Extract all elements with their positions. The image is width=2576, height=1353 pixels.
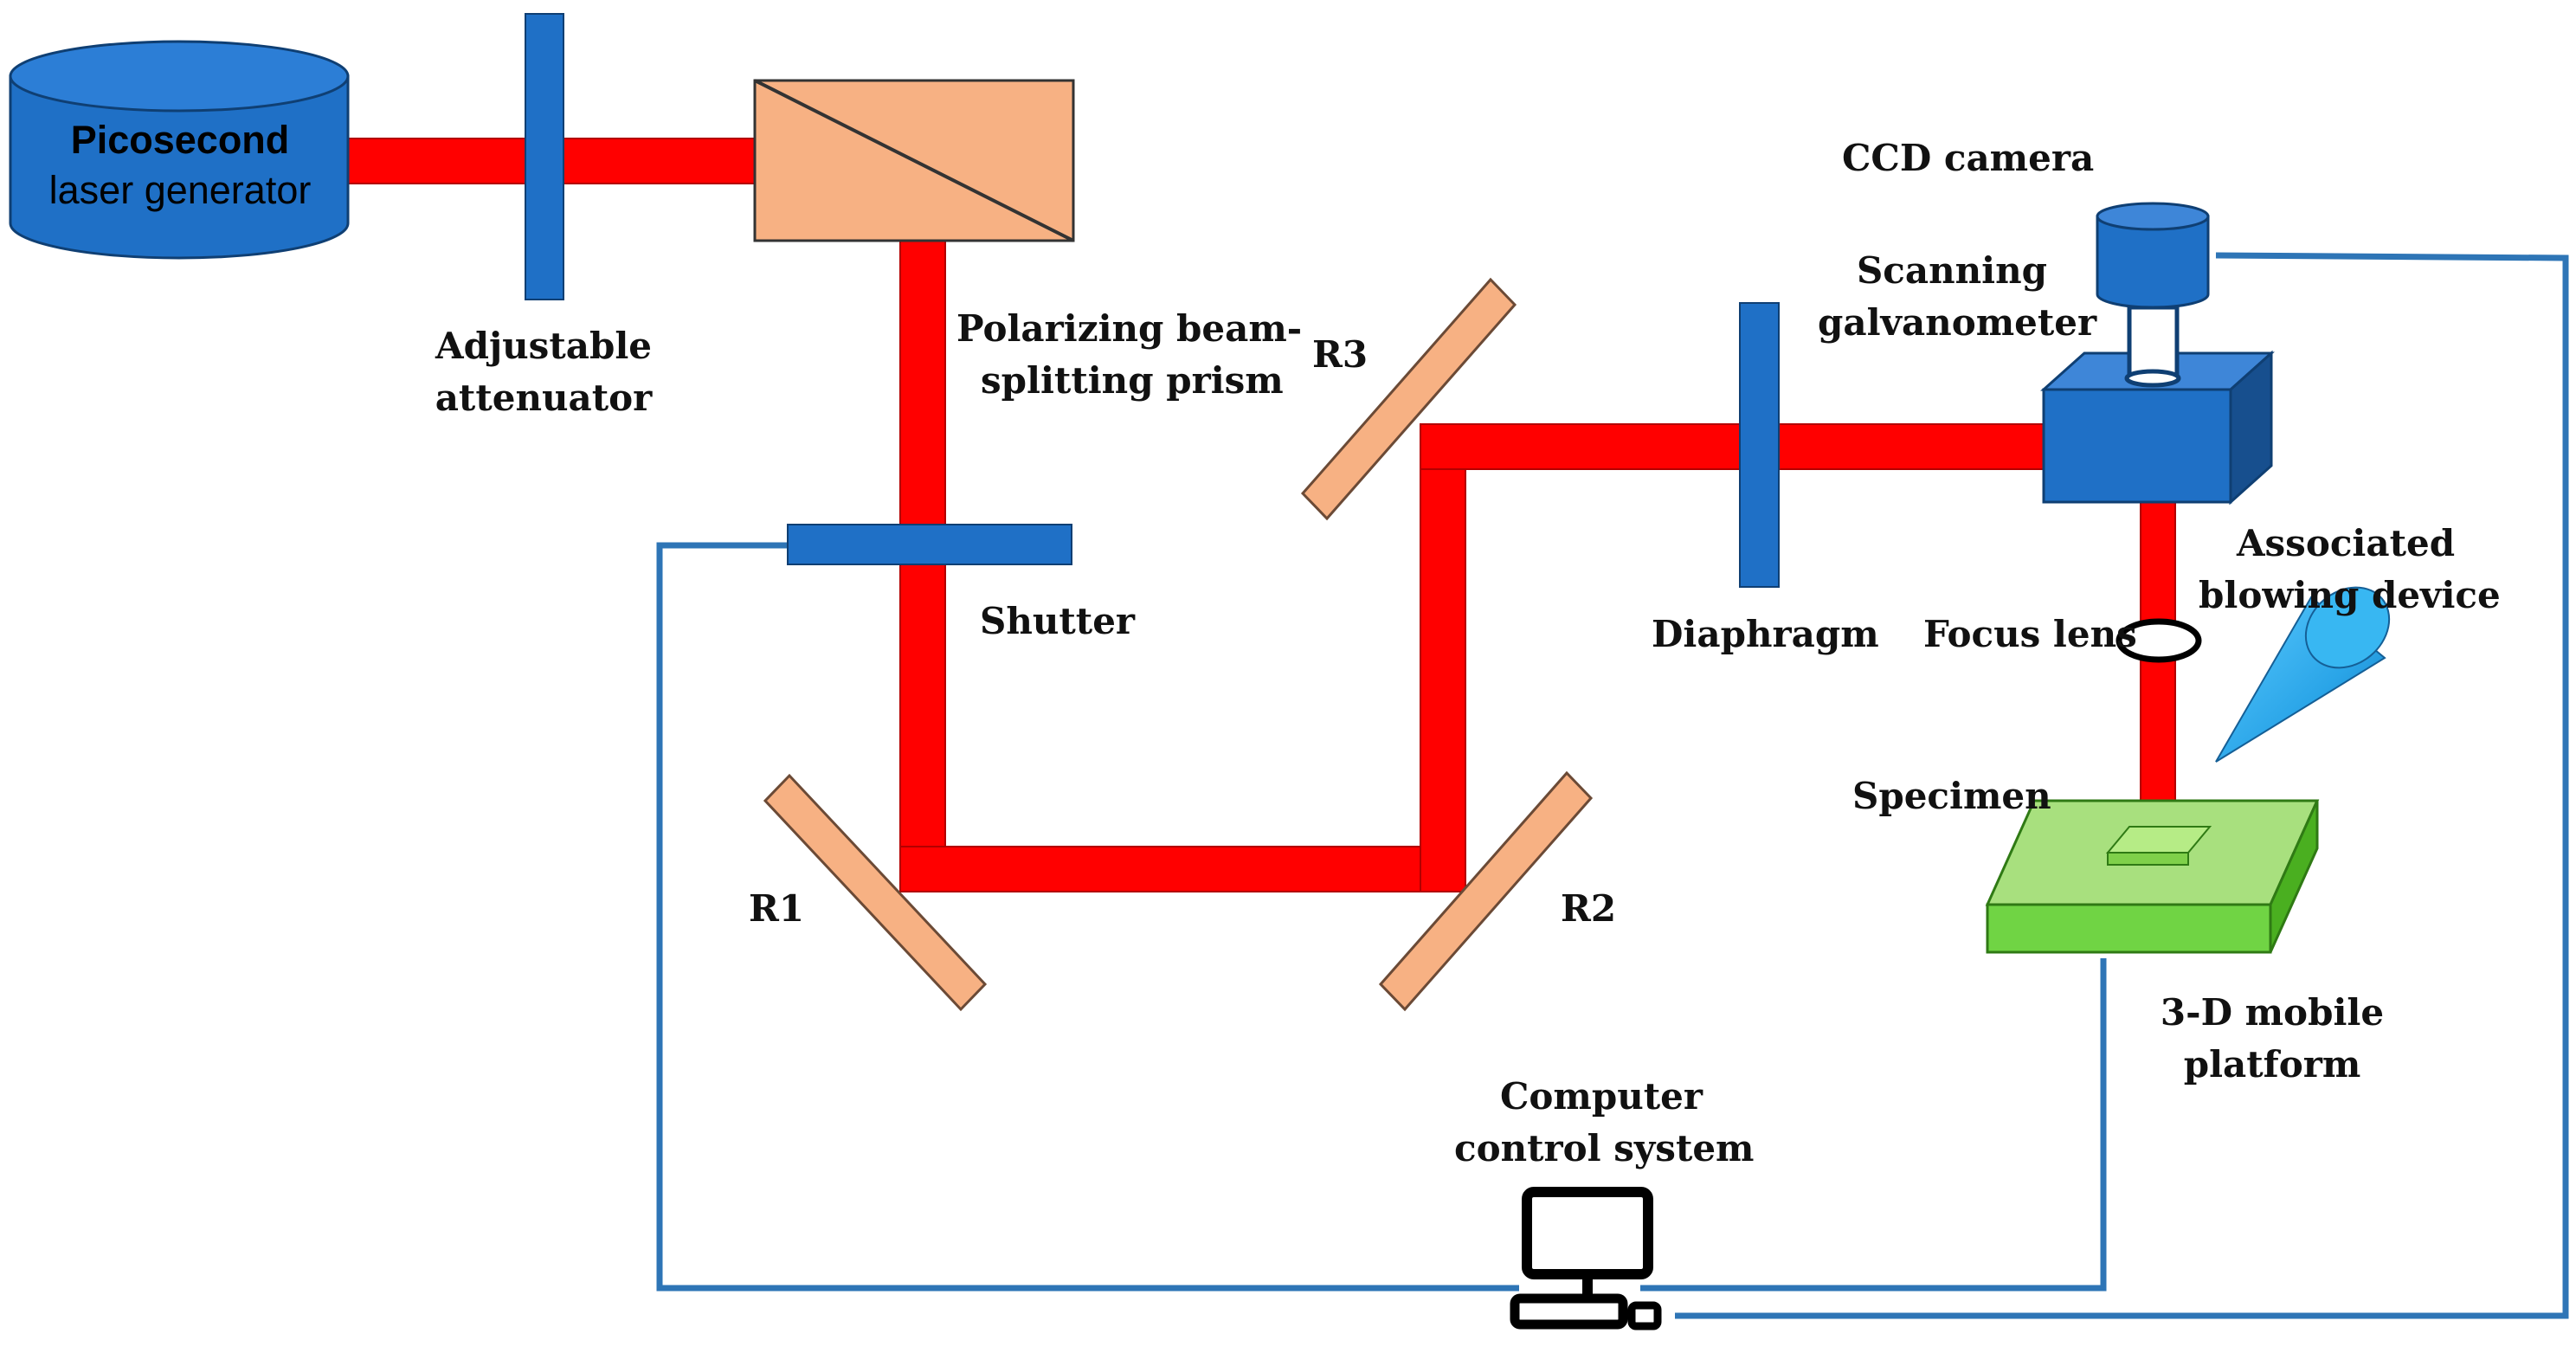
specimen-label: Specimen (1852, 775, 2051, 817)
r2-label: R2 (1561, 887, 1617, 930)
platform-side (2269, 800, 2319, 953)
computer-base (1510, 1293, 1628, 1330)
platform-label-line2: platform (2183, 1043, 2361, 1086)
diaphragm-plate (1739, 302, 1780, 588)
computer-mouse (1627, 1301, 1662, 1330)
laser-cylinder-top (9, 40, 350, 113)
platform-front (1986, 903, 2272, 954)
beam-r2-up (1420, 423, 1466, 892)
platform-label: 3-D mobile platform (2142, 987, 2402, 1091)
wire-platform-to-computer (1640, 958, 2107, 1292)
galvanometer-label-line2: galvanometer (1818, 301, 2097, 344)
specimen-front (2107, 852, 2189, 866)
shutter-label: Shutter (980, 600, 1136, 642)
laser-cylinder-body (9, 74, 350, 260)
camera-body (2096, 215, 2210, 309)
control-wiring (656, 252, 2569, 1319)
blowing-label-line1: Associated (2236, 522, 2456, 564)
galvanometer-label-line1: Scanning (1856, 249, 2048, 292)
attenuator-label-line2: attenuator (435, 377, 653, 419)
diaphragm-label: Diaphragm (1652, 613, 1879, 655)
camera-stem (2127, 305, 2180, 381)
computer-icon (1510, 1187, 1662, 1330)
shutter-plate (787, 524, 1072, 565)
laser-label-line2: laser generator (48, 168, 312, 212)
beam-galvo-down (2140, 501, 2176, 828)
computer-monitor (1522, 1187, 1653, 1279)
wire-shutter-to-computer (656, 542, 1519, 1292)
blowing-label-line2: blowing device (2199, 574, 2501, 616)
wire-camera-to-computer (1675, 252, 2569, 1319)
blowing-device-label: Associated blowing device (2199, 518, 2501, 622)
focus-lens (2116, 618, 2202, 663)
computer-label-line2: control system (1454, 1127, 1755, 1169)
beam-bottom-horizontal (899, 846, 1466, 892)
attenuator-plate (525, 13, 564, 300)
computer-label: Computer control system (1454, 1071, 1755, 1175)
platform-label-line1: 3-D mobile (2160, 991, 2385, 1034)
cone-mouth (2304, 586, 2391, 669)
beam-to-galvanometer (1420, 423, 2049, 470)
laser-generator-label: Picosecond laser generator (19, 115, 341, 216)
laser-label-line1: Picosecond (70, 118, 290, 162)
prism-diagonal (754, 79, 1074, 242)
prism-label-line1: Polarizing beam- (956, 307, 1303, 350)
ccd-camera-label: CCD camera (1842, 137, 2095, 179)
mirror-r3 (1300, 277, 1517, 521)
mobile-platform (1985, 799, 2320, 954)
mirror-r1 (763, 773, 988, 1012)
mirrors (763, 277, 1594, 1012)
r1-label: R1 (749, 887, 805, 930)
laser-beam-path (345, 138, 2187, 892)
prism-label-line2: splitting prism (981, 359, 1284, 402)
r3-label: R3 (1312, 333, 1368, 376)
mirror-r2 (1378, 770, 1594, 1012)
camera-top (2096, 202, 2210, 231)
blowing-device (2215, 586, 2391, 763)
galvanometer-label: Scanning galvanometer (1818, 245, 2097, 349)
galvo-front-face (2042, 388, 2232, 504)
scanning-galvanometer (2040, 350, 2275, 506)
focus-lens-label: Focus lens (1923, 613, 2137, 655)
computer-label-line1: Computer (1499, 1075, 1703, 1118)
prism-label: Polarizing beam- splitting prism (956, 303, 1302, 407)
camera-stem-bottom (2124, 369, 2181, 388)
attenuator-label: Adjustable attenuator (422, 320, 665, 424)
ccd-camera (2096, 202, 2210, 388)
attenuator-label-line1: Adjustable (435, 325, 652, 367)
beam-splitting-prism (753, 79, 1075, 242)
specimen (2105, 826, 2212, 866)
laser-generator (9, 40, 350, 260)
